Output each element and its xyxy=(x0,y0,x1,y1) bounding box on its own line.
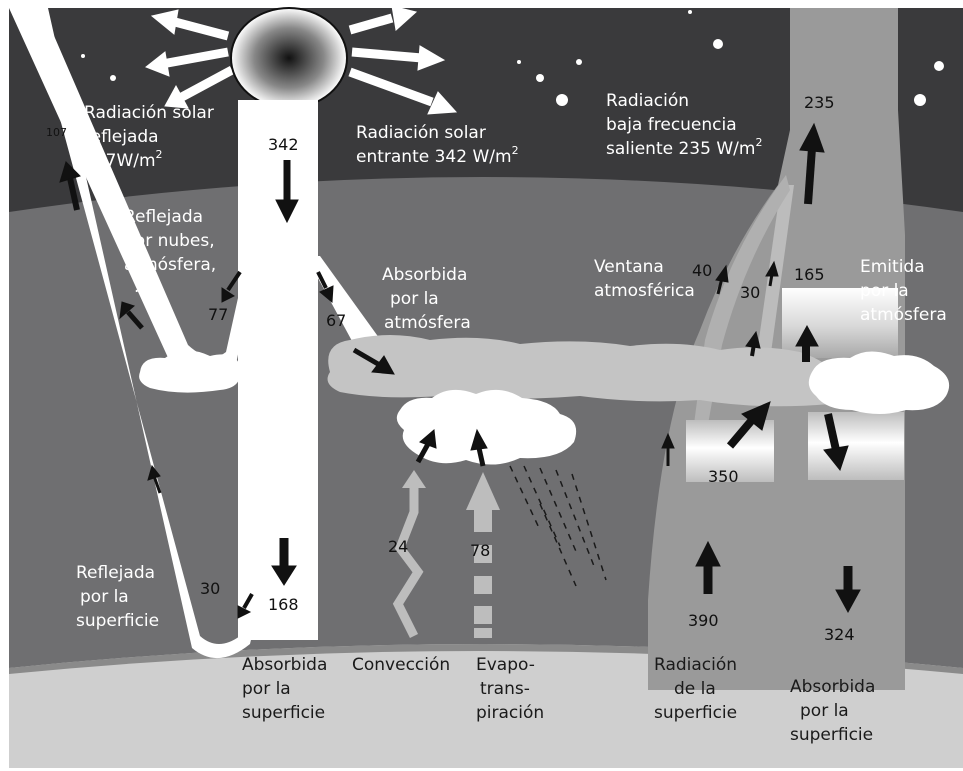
surface-radiation-label: Radiación de la superficie xyxy=(654,655,742,723)
value-atm-emitted: 165 xyxy=(794,265,825,284)
back-radiation-band xyxy=(808,412,904,480)
surface-radiation-arrow-icon xyxy=(695,540,721,567)
sun-icon xyxy=(230,7,348,109)
surface-reflection-beam xyxy=(30,8,262,659)
incoming-arrow-icon xyxy=(275,199,299,224)
flow-arrows xyxy=(59,122,861,619)
greenhouse-arrow-icon-b xyxy=(745,330,761,349)
atmosphere-cloud-layer xyxy=(327,335,844,407)
value-atm-absorbed: 67 xyxy=(326,311,346,330)
value-incoming: 342 xyxy=(268,135,299,154)
convection-arrowhead xyxy=(402,470,426,488)
value-surface-reflected: 30 xyxy=(200,579,220,598)
surface-emission-band xyxy=(686,420,774,482)
value-reflected-total: 107 xyxy=(46,126,67,139)
incoming-beam xyxy=(238,100,318,640)
greenhouse-arrow-icon-a xyxy=(765,260,779,277)
cloud-right xyxy=(808,351,950,414)
atmospheric-window-label: Ventana atmosférica xyxy=(594,257,695,301)
evapo-up-arrow-icon xyxy=(470,428,488,451)
sun-rays xyxy=(145,5,458,115)
reflected-solar-label: Radiación solar reflejada 107W/m2 xyxy=(84,103,219,171)
cloud-reflected-arrow-icon xyxy=(119,301,135,320)
absorbed-surface-left-label: Absorbida por la superficie xyxy=(242,655,333,723)
convection-up-arrow-icon xyxy=(419,429,437,449)
absorbed-surface-right-label: Absorbida por la superficie xyxy=(790,677,881,745)
back-radiation-arrow-icon xyxy=(823,445,849,472)
value-back-radiation: 324 xyxy=(824,625,855,644)
surface-window-arrow-icon xyxy=(661,432,675,449)
atm-emission-arrow-icon xyxy=(795,324,819,347)
value-clouds-reflected: 77 xyxy=(208,305,228,324)
value-surface-to-atm: 350 xyxy=(708,467,739,486)
value-evapotranspiration: 78 xyxy=(470,541,490,560)
incoming-solar-label: Radiación solar entrante 342 W/m2 xyxy=(356,123,519,167)
to-surface-arrow-icon xyxy=(237,605,252,619)
convection-zigzag xyxy=(392,484,424,639)
value-surface-radiation: 390 xyxy=(688,611,719,630)
convection-label: Convección xyxy=(352,655,450,675)
outgoing-arrow-icon xyxy=(799,122,825,153)
value-surface-absorbed: 168 xyxy=(268,595,299,614)
cloud-reflection-beam xyxy=(9,8,256,380)
value-greenhouse-out: 30 xyxy=(740,283,760,302)
value-outgoing: 235 xyxy=(804,93,835,112)
outgoing-longwave-label: Radiación baja frecuencia saliente 235 W… xyxy=(606,91,762,159)
reflected-clouds-label: Reflejada por nubes, atmósfera, ... xyxy=(124,207,222,297)
evapotranspiration-arrow xyxy=(466,472,500,638)
surface-to-atm-arrow-icon xyxy=(741,401,771,431)
reflected-up-arrow-icon xyxy=(59,161,81,183)
window-arrow-icon xyxy=(715,264,729,283)
stars xyxy=(81,10,944,106)
surface-absorbed-arrow-icon xyxy=(271,565,297,586)
rain-icon xyxy=(509,465,607,587)
reflected-surface-label: Reflejada por la superficie xyxy=(76,563,160,631)
to-atmosphere-arrow-icon xyxy=(319,285,334,304)
absorbed-atmosphere-label: Absorbida por la atmósfera xyxy=(382,265,473,333)
value-convection: 24 xyxy=(388,537,408,556)
cloud-center xyxy=(396,389,577,465)
surface-reflected-up-arrow-icon xyxy=(147,464,161,481)
emitted-atmosphere-label: Emitida por la atmósfera xyxy=(860,257,947,325)
value-window: 40 xyxy=(692,261,712,280)
evapotranspiration-label: Evapo- trans- piración xyxy=(476,655,544,723)
cloud-left xyxy=(139,350,241,393)
absorbed-arrow-icon xyxy=(371,355,395,375)
surface-absorption-arrow-icon xyxy=(835,589,861,614)
to-clouds-arrow-icon xyxy=(221,287,235,303)
